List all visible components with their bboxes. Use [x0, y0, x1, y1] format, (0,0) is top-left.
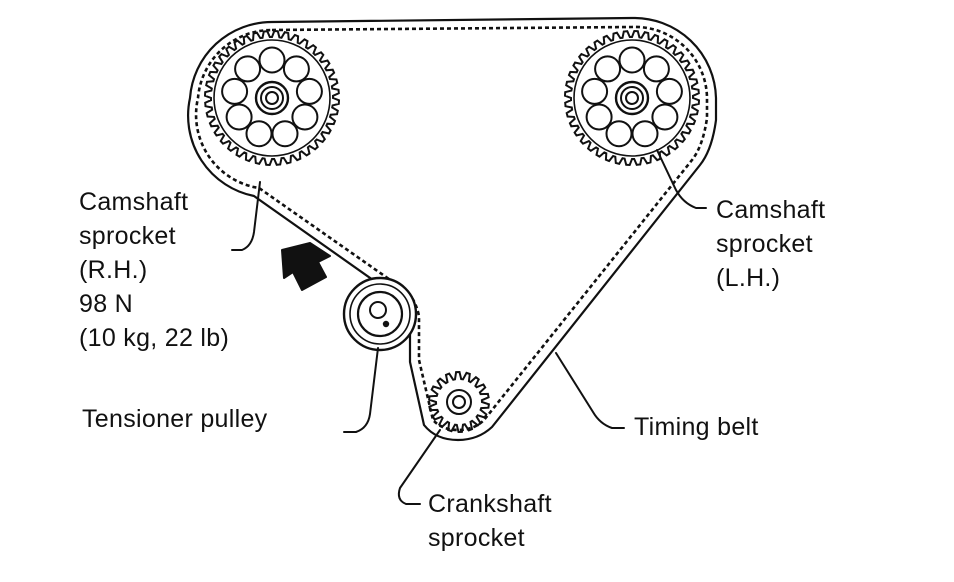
- sprocket-hole: [594, 55, 622, 83]
- label-camshaft-sprocket-lh: Camshaft sprocket (L.H.): [716, 193, 825, 295]
- label-camshaft-sprocket-rh: Camshaft sprocket (R.H.) 98 N (10 kg, 22…: [79, 185, 229, 355]
- leader-timing-belt: [555, 352, 625, 429]
- sprocket-bolt: [265, 91, 279, 105]
- tensioner-outer: [342, 276, 418, 352]
- sprocket-hole: [234, 55, 262, 83]
- label-camshaft-rh-line1: Camshaft: [79, 188, 189, 216]
- leader-tensioner: [343, 347, 379, 433]
- leader-camshaft-lh: [656, 149, 707, 209]
- label-camshaft-rh-line2: sprocket: [79, 222, 176, 250]
- sprocket-teeth: [203, 29, 341, 167]
- sprocket-hole: [225, 103, 253, 131]
- sprocket-hole: [605, 120, 633, 148]
- label-camshaft-rh-line4: 98 N: [79, 290, 134, 318]
- sprocket-hole: [258, 46, 286, 74]
- crankshaft-sprocket: [427, 370, 491, 434]
- crank-teeth: [427, 370, 491, 434]
- camshaft-sprocket-lh: [563, 29, 701, 167]
- label-crankshaft-line2: sprocket: [428, 524, 525, 552]
- sprocket-hub: [254, 80, 290, 116]
- sprocket-hub-inner: [620, 86, 644, 110]
- timing-belt: [187, 16, 718, 442]
- sprocket-hole: [631, 120, 659, 148]
- camshaft-sprocket-rh: [203, 29, 341, 167]
- tensioner-hub: [356, 290, 404, 338]
- tensioner-rim: [349, 283, 411, 345]
- tensioner-pulley: [342, 276, 418, 352]
- label-camshaft-lh-line1: Camshaft: [716, 196, 826, 224]
- sprocket-hole: [282, 55, 310, 83]
- leader-camshaft-rh: [231, 181, 261, 251]
- label-camshaft-rh-line3: (R.H.): [79, 256, 148, 284]
- sprocket-hole: [655, 77, 683, 105]
- tensioner-bolt: [369, 301, 387, 319]
- sprocket-hole: [295, 77, 323, 105]
- sprocket-hole: [618, 46, 646, 74]
- label-crankshaft-sprocket: Crankshaft sprocket: [428, 487, 552, 555]
- label-camshaft-lh-line3: (L.H.): [716, 264, 781, 292]
- sprocket-hole: [245, 120, 273, 148]
- label-tensioner-pulley: Tensioner pulley: [82, 405, 268, 433]
- rotation-direction-arrow-icon: [281, 242, 331, 291]
- sprocket-hub-inner: [260, 86, 284, 110]
- belt-inner-edge: [194, 25, 709, 432]
- sprocket-hole: [221, 77, 249, 105]
- label-crankshaft-line1: Crankshaft: [428, 490, 552, 518]
- sprocket-hole: [581, 77, 609, 105]
- sprocket-rim: [213, 39, 331, 157]
- crank-bolt: [452, 395, 466, 409]
- label-camshaft-lh-line2: sprocket: [716, 230, 813, 258]
- sprocket-rim: [573, 39, 691, 157]
- tensioner-pin: [382, 320, 390, 328]
- label-timing-belt: Timing belt: [634, 413, 759, 441]
- belt-outer-edge: [187, 16, 718, 442]
- sprocket-hole: [271, 120, 299, 148]
- sprocket-hole: [651, 103, 679, 131]
- sprocket-teeth: [563, 29, 701, 167]
- sprocket-hole: [642, 55, 670, 83]
- crank-hub: [446, 389, 472, 415]
- leader-crankshaft: [397, 429, 441, 505]
- sprocket-bolt: [625, 91, 639, 105]
- label-camshaft-rh-line5: (10 kg, 22 lb): [79, 324, 230, 352]
- sprocket-hole: [585, 103, 613, 131]
- sprocket-hub: [614, 80, 650, 116]
- sprocket-hole: [291, 103, 319, 131]
